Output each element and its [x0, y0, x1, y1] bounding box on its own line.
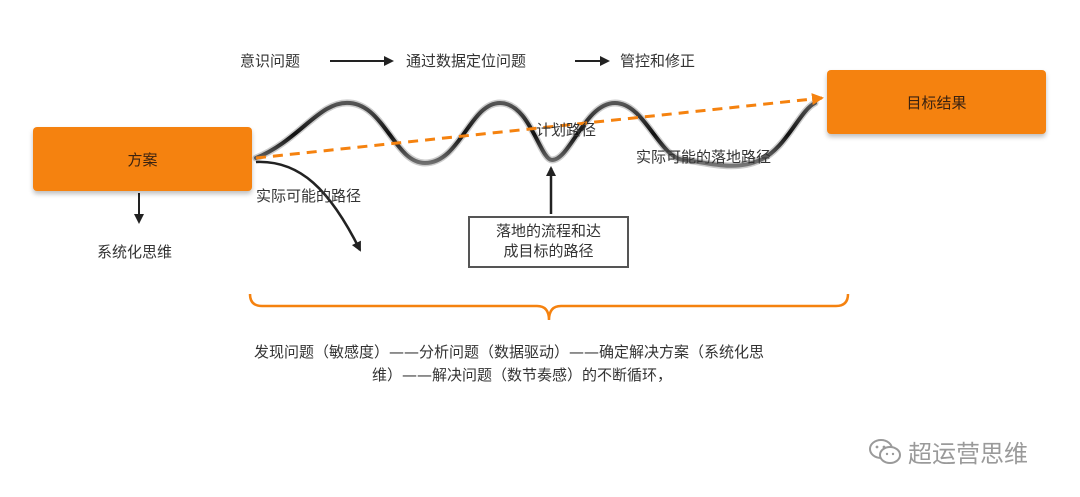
planned-path-label: 计划路径	[536, 121, 597, 139]
wechat-icon	[869, 438, 901, 464]
summary-text: 发现问题（敏感度）——分析问题（数据驱动）——确定解决方案（系统化思 维）——解…	[254, 341, 764, 388]
watermark-text: 超运营思维	[908, 440, 1028, 468]
systems-thinking-label: 系统化思维	[97, 243, 173, 261]
plan-box: 方案	[33, 127, 252, 191]
possible-path-curve	[255, 160, 362, 252]
summary-line-2: 维）——解决问题（数节奏感）的不断循环，	[372, 366, 673, 385]
target-box-label: 目标结果	[906, 93, 967, 112]
plan-box-label: 方案	[127, 150, 158, 169]
planned-path-arrow	[255, 93, 824, 160]
flow-step-3: 管控和修正	[620, 52, 696, 70]
note-line-1: 落地的流程和达	[495, 222, 601, 240]
summary-line-1: 发现问题（敏感度）——分析问题（数据驱动）——确定解决方案（系统化思	[254, 343, 765, 361]
actual-wave-path-core	[254, 100, 817, 168]
flow-step-2: 通过数据定位问题	[406, 52, 527, 70]
flow-step-1: 意识问题	[240, 52, 301, 70]
possible-landing-path-label: 实际可能的落地路径	[636, 148, 772, 166]
watermark: 超运营思维	[868, 434, 1028, 469]
note-line-2: 成目标的路径	[503, 242, 594, 261]
target-box: 目标结果	[827, 70, 1046, 134]
landing-process-note: 落地的流程和达 成目标的路径	[468, 216, 629, 268]
summary-brace	[248, 293, 850, 321]
possible-path-label: 实际可能的路径	[256, 187, 362, 205]
